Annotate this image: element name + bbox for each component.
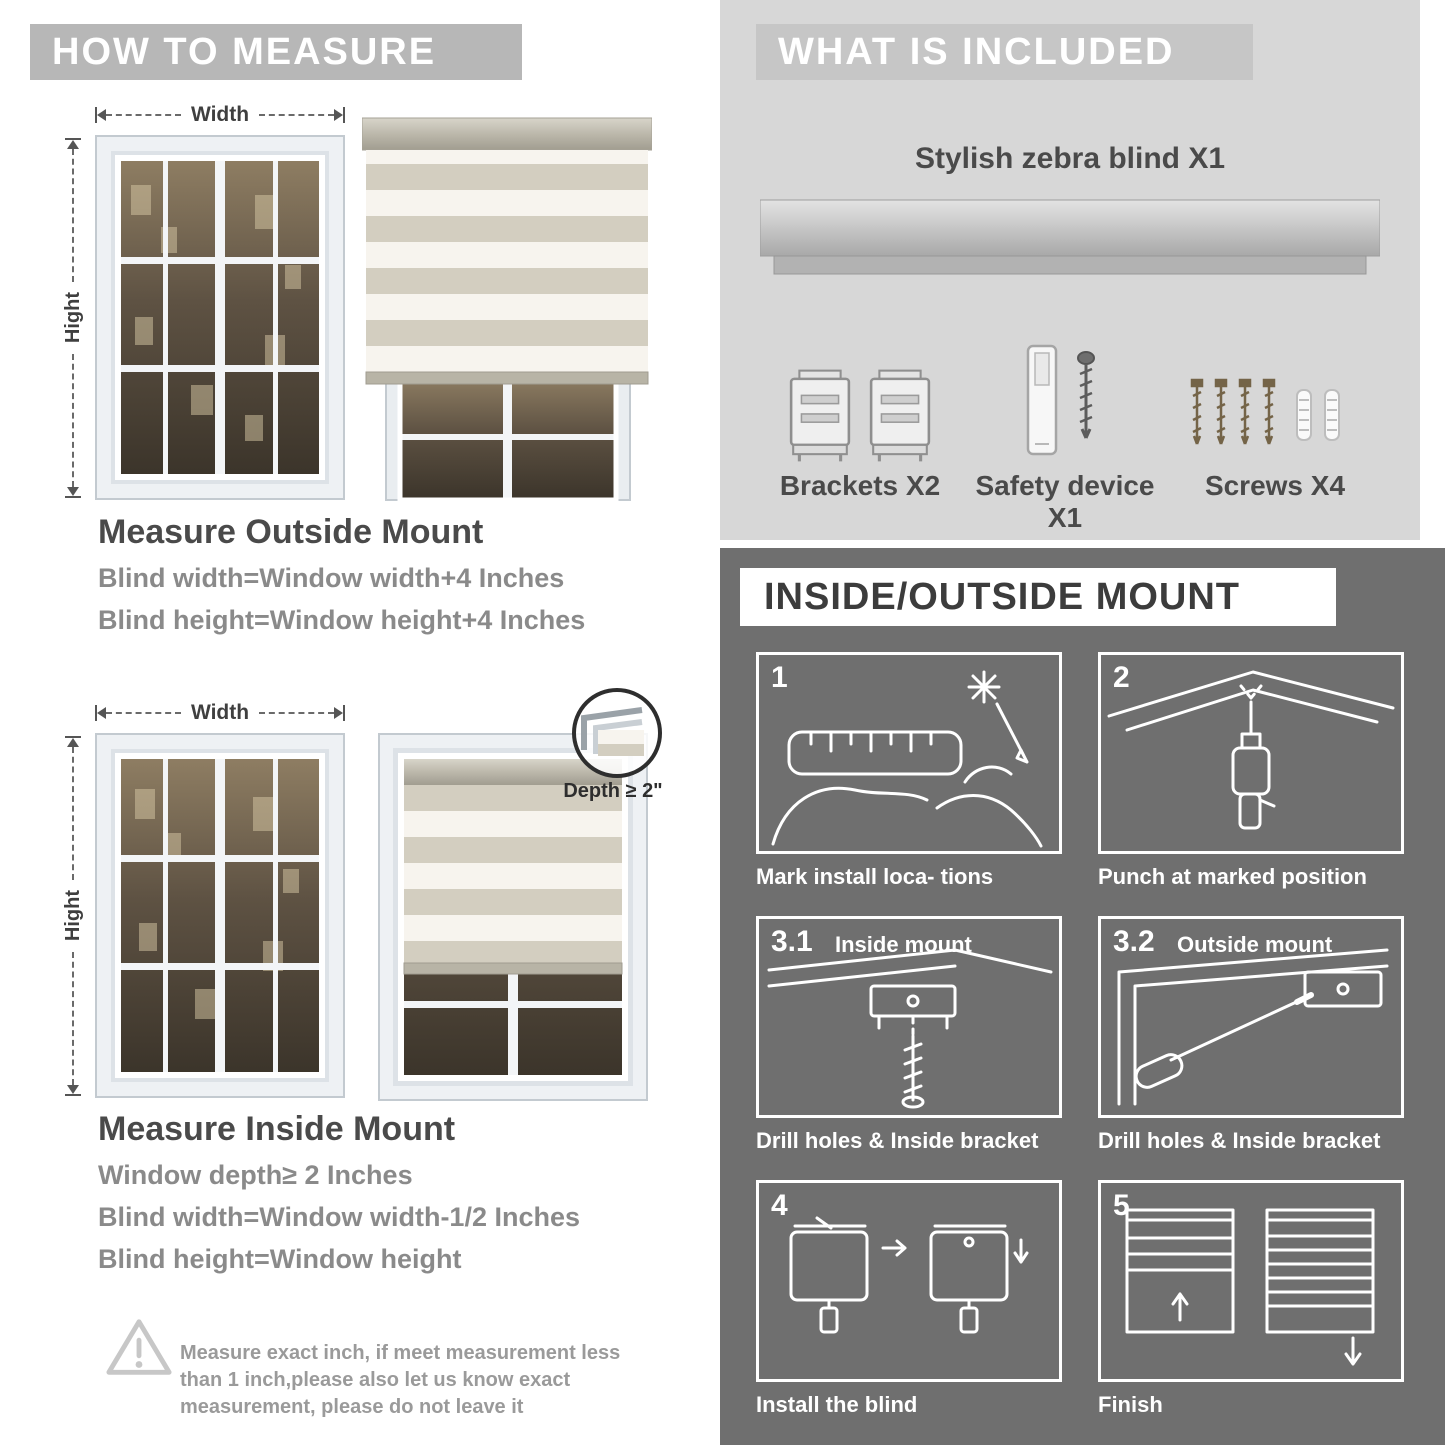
bracket-icon: [789, 369, 851, 462]
step-title: Outside mount: [1177, 932, 1333, 957]
step-4-caption: Install the blind: [756, 1392, 918, 1417]
step-2: 2 Punch at marked position: [1098, 652, 1404, 890]
height-label: Hight: [61, 292, 84, 344]
outside-bracket-icon: [1117, 948, 1389, 1106]
window-illustration-inside: [95, 733, 345, 1098]
bracket-icon: [869, 369, 931, 462]
finish-icon: [1125, 1208, 1375, 1366]
step-5-box: 5: [1098, 1180, 1404, 1382]
inside-outside-mount-section: INSIDE/OUTSIDE MOUNT: [720, 548, 1445, 1445]
zebra-blind-illustration-inside: [378, 733, 648, 1101]
step-4-box: 4: [756, 1180, 1062, 1382]
window-illustration-outside: [95, 135, 345, 500]
step-3-2-box: 3.2 Outside mount: [1098, 916, 1404, 1118]
step-number: 4: [771, 1189, 788, 1222]
step-number: 3.2: [1113, 925, 1155, 958]
step-number: 3.1: [771, 925, 813, 958]
what-is-included-banner: WHAT IS INCLUDED: [756, 24, 1253, 80]
step-1-box: 1: [756, 652, 1062, 854]
depth-callout-circle-icon: [572, 688, 662, 778]
step-title: Inside mount: [835, 932, 972, 957]
drill-icon: [1107, 670, 1395, 830]
screws-item: [1170, 318, 1380, 464]
what-is-included-section: WHAT IS INCLUDED Stylish zebra blind X1: [720, 0, 1420, 540]
included-labels-row: Brackets X2 Safety device X1 Screws X4: [760, 470, 1380, 534]
inside-bracket-icon: [767, 948, 1053, 1109]
install-blind-icon: [789, 1216, 1029, 1334]
included-items-row: [760, 318, 1380, 464]
step-3-1-caption: Drill holes & Inside bracket: [756, 1128, 1039, 1153]
product-label: Stylish zebra blind X1: [914, 142, 1226, 175]
safety-device-item: [960, 318, 1170, 464]
safety-device-label: Safety device X1: [975, 470, 1155, 533]
brackets-label: Brackets X2: [779, 470, 941, 501]
mount-steps-grid: 1 Mark install loca- tions: [756, 652, 1404, 1418]
step-1-caption: Mark install loca- tions: [756, 864, 994, 889]
screws-icon: [1190, 378, 1340, 445]
inside-outside-mount-banner: INSIDE/OUTSIDE MOUNT: [740, 568, 1336, 626]
step-3-1: 3.1 Inside mount Drill holes & Inside br…: [756, 916, 1062, 1154]
inside-outside-mount-title: INSIDE/OUTSIDE MOUNT: [764, 575, 1241, 618]
step-number: 5: [1113, 1189, 1130, 1222]
step-3-2: 3.2 Outside mount Drill holes & Inside b…: [1098, 916, 1404, 1154]
height-label: Hight: [61, 890, 84, 942]
width-label: Width: [190, 103, 250, 126]
height-arrow-outside: Hight: [61, 138, 84, 498]
how-to-measure-banner: HOW TO MEASURE: [30, 24, 522, 80]
warning-icon: [106, 1319, 172, 1375]
width-arrow-inside: Width: [95, 701, 345, 724]
step-5-caption: Finish: [1098, 1392, 1163, 1417]
outside-mount-heading: Measure Outside Mount: [98, 513, 484, 551]
step-5: 5 Finish: [1098, 1180, 1404, 1418]
outside-mount-line-1: Blind width=Window width+4 Inches: [98, 563, 565, 593]
height-arrow-inside: Hight: [61, 736, 84, 1096]
step-2-caption: Punch at marked position: [1098, 864, 1367, 889]
screws-label: Screws X4: [1204, 470, 1346, 501]
inside-mount-line-3: Blind height=Window height: [98, 1244, 462, 1274]
step-3-2-caption: Drill holes & Inside bracket: [1098, 1128, 1381, 1153]
what-is-included-title: WHAT IS INCLUDED: [778, 30, 1175, 73]
inside-mount-heading: Measure Inside Mount: [98, 1110, 456, 1148]
mark-location-icon: [771, 670, 1043, 848]
warning-text: Measure exact inch, if meet measurement …: [180, 1342, 621, 1418]
inside-mount-line-2: Blind width=Window width-1/2 Inches: [98, 1202, 581, 1232]
inside-mount-line-1: Window depth≥ 2 Inches: [98, 1160, 413, 1190]
safety-device-icon: [1026, 344, 1095, 456]
width-label: Width: [190, 701, 250, 724]
step-3-1-box: 3.1 Inside mount: [756, 916, 1062, 1118]
zebra-blind-illustration-outside: [362, 117, 652, 502]
brackets-item: [760, 318, 960, 464]
outside-mount-line-2: Blind height=Window height+4 Inches: [98, 605, 586, 635]
step-2-box: 2: [1098, 652, 1404, 854]
how-to-measure-title: HOW TO MEASURE: [52, 30, 437, 73]
step-number: 2: [1113, 661, 1130, 694]
depth-label: Depth ≥ 2": [563, 780, 663, 802]
width-arrow-outside: Width: [95, 103, 345, 126]
step-4: 4 Install the blind: [756, 1180, 1062, 1418]
step-number: 1: [771, 661, 788, 694]
headrail-illustration: [760, 199, 1380, 275]
step-1: 1 Mark install loca- tions: [756, 652, 1062, 890]
